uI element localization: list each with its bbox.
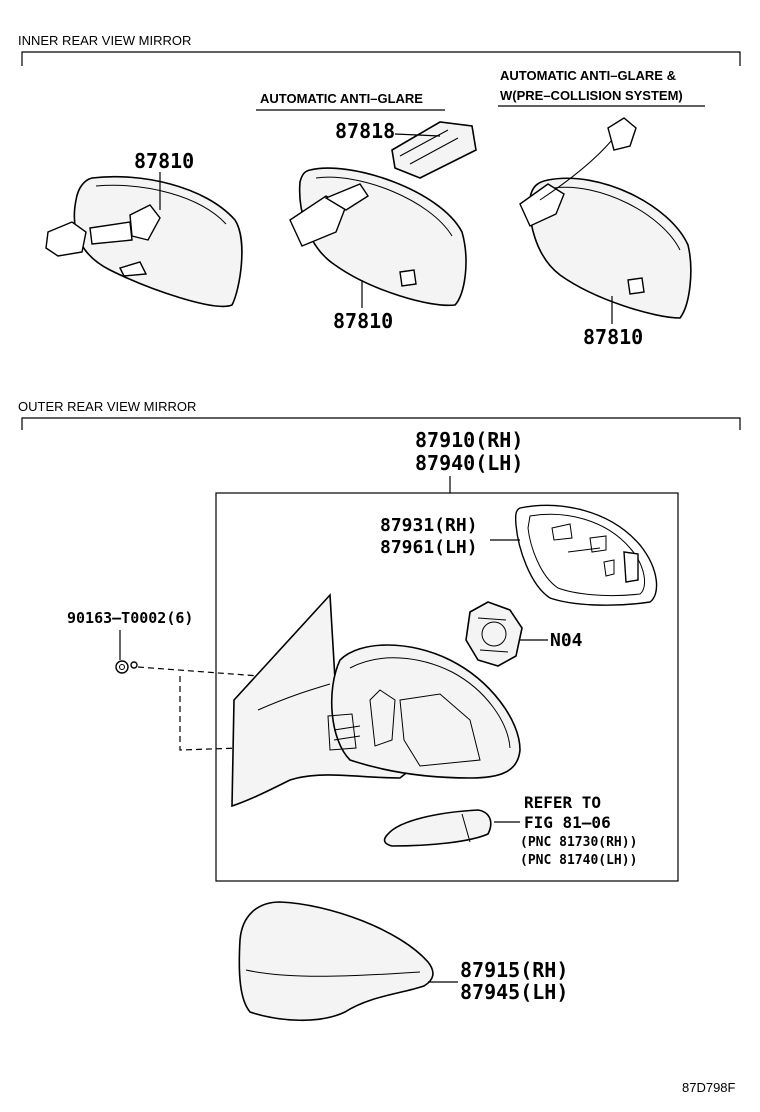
part-label-87931: 87931(RH) (380, 515, 478, 536)
diagram-code: 87D798F (682, 1080, 736, 1095)
part-label-87961: 87961(LH) (380, 537, 478, 558)
section-bracket-outer (21, 417, 741, 430)
part-label-87945: 87945(LH) (460, 980, 568, 1004)
section-title-outer: OUTER REAR VIEW MIRROR (18, 399, 196, 414)
mirror-housing (231, 593, 521, 808)
reference-line-4: (PNC 81740(LH)) (520, 853, 637, 868)
assembly-frame (215, 492, 679, 882)
screw-axis-line-upper (137, 666, 341, 683)
variant-label-pcs-line2: W(PRE–COLLISION SYSTEM) (500, 88, 683, 103)
part-label-87818: 87818 (335, 119, 395, 143)
mounting-screw (115, 660, 138, 674)
part-label-87810-c: 87810 (583, 325, 643, 349)
part-label-87910: 87910(RH) (415, 428, 523, 452)
part-label-87940: 87940(LH) (415, 451, 523, 475)
part-label-90163: 90163–T0002(6) (67, 609, 193, 627)
inner-mirror-standard (45, 175, 243, 308)
side-turn-lamp (383, 809, 492, 847)
leader-87818 (394, 133, 441, 137)
mirror-cover (238, 901, 434, 1022)
part-label-87915: 87915(RH) (460, 958, 568, 982)
reference-line-3: (PNC 81730(RH)) (520, 835, 637, 850)
variant-label-auto-antiglare: AUTOMATIC ANTI–GLARE (260, 91, 423, 106)
sensor-cover-87818 (391, 121, 477, 179)
part-label-87810-a: 87810 (134, 149, 194, 173)
part-label-87810-b: 87810 (333, 309, 393, 333)
section-bracket-inner (21, 51, 741, 66)
reference-line-1: REFER TO (524, 793, 601, 812)
mirror-glass (514, 504, 658, 606)
inner-mirror-auto-antiglare (289, 167, 467, 307)
mirror-actuator (465, 601, 523, 667)
variant-label-pcs-line1: AUTOMATIC ANTI–GLARE & (500, 68, 676, 83)
reference-line-2: FIG 81–06 (524, 813, 611, 832)
part-label-N04: N04 (550, 630, 583, 651)
inner-mirror-pcs (519, 117, 692, 319)
section-title-inner: INNER REAR VIEW MIRROR (18, 33, 191, 48)
